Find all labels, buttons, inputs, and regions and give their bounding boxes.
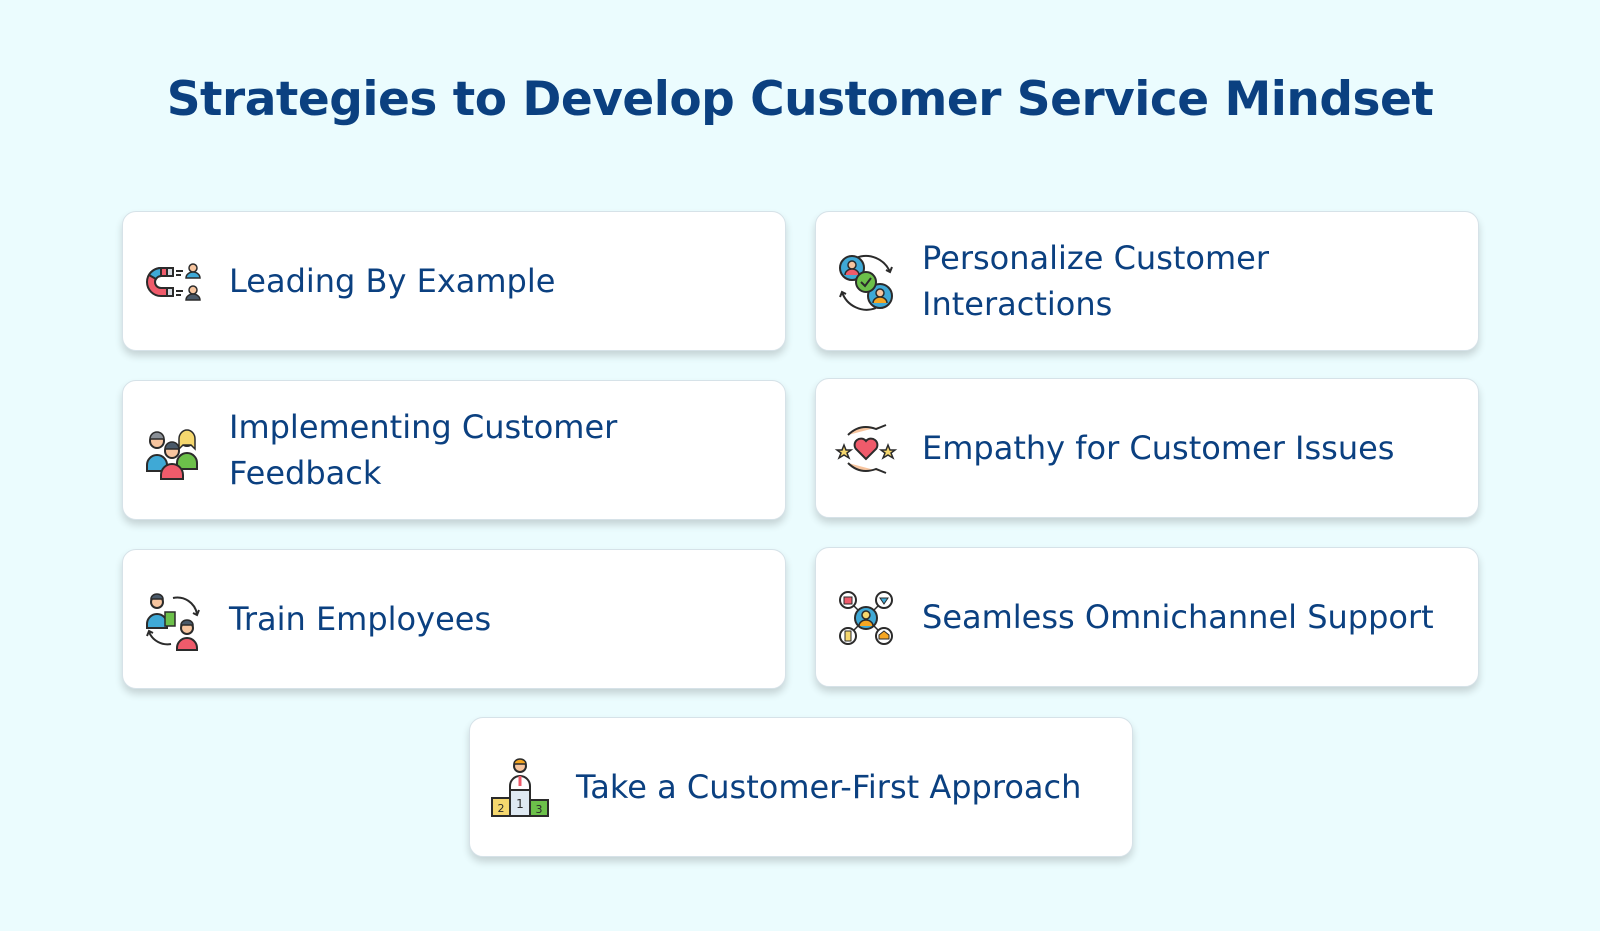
strategy-card-implementing-feedback: Implementing Customer Feedback <box>122 380 786 520</box>
strategy-card-customer-first: 1 2 3 Take a Customer-First Approach <box>469 717 1133 857</box>
strategy-label: Take a Customer-First Approach <box>576 768 1082 806</box>
strategy-card-empathy: Empathy for Customer Issues <box>815 378 1479 518</box>
strategy-card-omnichannel: Seamless Omnichannel Support <box>815 547 1479 687</box>
magnet-people-icon <box>141 250 205 314</box>
strategy-card-train-employees: Train Employees <box>122 549 786 689</box>
strategy-label: Seamless Omnichannel Support <box>922 598 1434 636</box>
podium-icon: 1 2 3 <box>488 756 552 820</box>
training-cycle-icon <box>141 588 205 652</box>
strategy-card-leading-by-example: Leading By Example <box>122 211 786 351</box>
svg-text:3: 3 <box>536 803 543 816</box>
svg-text:2: 2 <box>498 802 505 815</box>
customer-group-icon <box>141 419 205 483</box>
strategy-label: Personalize Customer Interactions <box>922 239 1270 323</box>
strategy-card-personalize-interactions: Personalize Customer Interactions <box>815 211 1479 351</box>
strategy-label: Leading By Example <box>229 262 556 300</box>
heart-hands-icon <box>834 417 898 481</box>
svg-text:1: 1 <box>516 797 524 811</box>
strategy-label: Empathy for Customer Issues <box>922 429 1395 467</box>
omnichannel-network-icon <box>834 586 898 650</box>
strategy-label: Train Employees <box>229 600 492 638</box>
strategy-label: Implementing Customer Feedback <box>229 408 618 492</box>
page-title: Strategies to Develop Customer Service M… <box>166 72 1434 127</box>
personalize-exchange-icon <box>834 250 898 314</box>
